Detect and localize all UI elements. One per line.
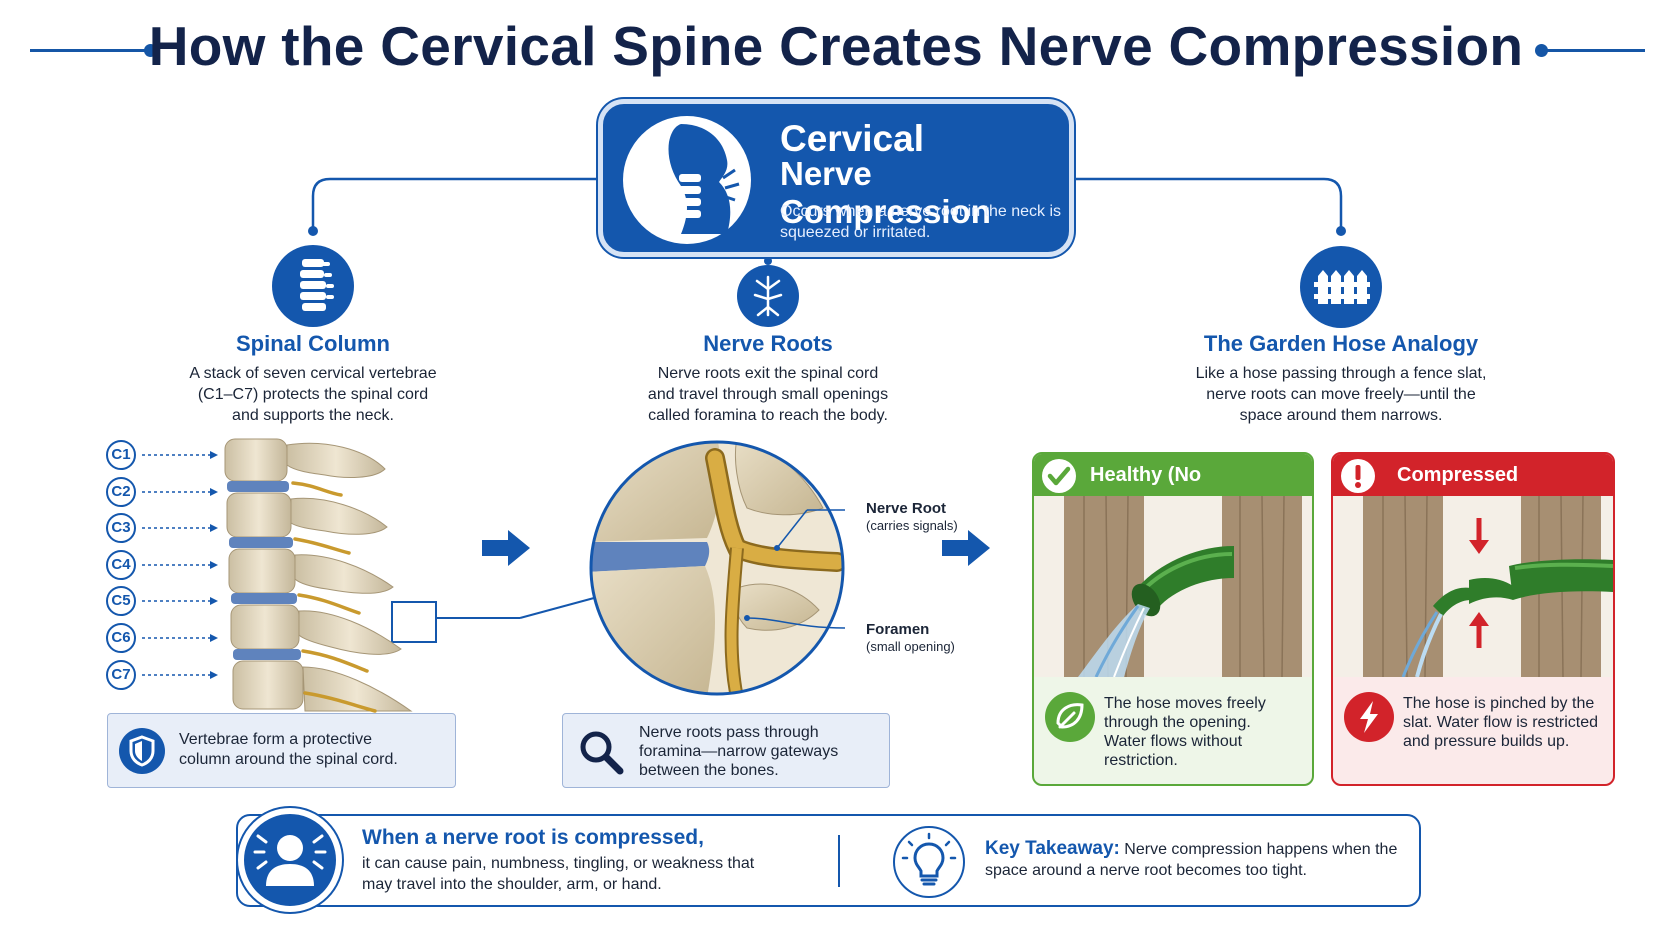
warning-text: it can cause pain, numbness, tingling, o… [362, 855, 755, 893]
foramen-closeup [589, 440, 846, 696]
spine-icon [272, 245, 354, 327]
hose-card-healthy: Healthy (No Compression) The hose moves … [1032, 452, 1314, 786]
card-header-compressed: Compressed (Pinched) [1333, 454, 1613, 528]
info-text-vertebrae: Vertebrae form a protective column aroun… [179, 731, 398, 768]
neck-profile-icon [623, 116, 751, 244]
foramen-sublabel: (small opening) [866, 639, 955, 654]
person-alert-icon [238, 808, 342, 912]
section-desc-nerve-roots: Nerve roots exit the spinal cord and tra… [647, 365, 889, 424]
vertebra-pointer-arrow [142, 670, 218, 679]
hose-card-compressed: Compressed (Pinched) The hose is pinched… [1331, 452, 1615, 786]
exclamation-icon [1339, 457, 1377, 510]
section-title-nerve-roots: Nerve Roots [703, 331, 833, 356]
foramen-label: Foramen [866, 621, 930, 638]
section-title-spinal-column: Spinal Column [236, 331, 390, 356]
vertebra-pointer-arrow [142, 560, 218, 569]
warning-title: When a nerve root is compressed, [362, 826, 704, 849]
shield-icon [118, 727, 166, 780]
page-title: How the Cervical Spine Creates Nerve Com… [148, 15, 1524, 77]
banner-title-line1: Cervical [780, 118, 924, 159]
leaf-icon [1044, 691, 1096, 748]
title-dot-left [144, 44, 157, 57]
hose-illustration-healthy [1034, 496, 1312, 677]
vertebra-label-c6: C6 [106, 623, 136, 653]
title-dot-right [1535, 44, 1548, 57]
vertebra-pointer-arrow [142, 524, 218, 533]
magnifier-icon [577, 728, 625, 781]
info-text-foramina: Nerve roots pass through foramina—narrow… [639, 724, 839, 779]
checkmark-icon [1040, 457, 1078, 510]
vertebra-label-c7: C7 [106, 659, 136, 690]
card-header-healthy: Healthy (No Compression) [1034, 454, 1312, 528]
section-title-garden-hose: The Garden Hose Analogy [1203, 331, 1479, 356]
vertebra-label-c4: C4 [106, 549, 136, 580]
section-desc-garden-hose: Like a hose passing through a fence slat… [1195, 365, 1487, 424]
lightning-icon [1343, 691, 1395, 748]
title-rule-left [30, 49, 150, 52]
bottom-divider [838, 835, 840, 887]
key-takeaway: Key Takeaway: Nerve compression happens … [985, 838, 1415, 881]
spine-illustration [224, 438, 413, 713]
vertebra-label-c2: C2 [106, 476, 136, 507]
vertebra-pointer-arrow [142, 597, 218, 606]
lightbulb-icon [893, 826, 965, 898]
banner: Cervical Nerve Compression Occurs when a… [598, 99, 1074, 257]
title-rule-right [1545, 49, 1645, 52]
arrow-right-icon [482, 530, 530, 566]
fence-icon [1300, 246, 1382, 328]
info-box-foramina: Nerve roots pass through foramina—narrow… [562, 713, 890, 788]
card-text-compressed: The hose is pinched by the slat. Water f… [1403, 695, 1599, 750]
info-box-vertebrae: Vertebrae form a protective column aroun… [107, 713, 456, 788]
vertebra-label-c3: C3 [106, 513, 136, 544]
key-takeaway-label: Key Takeaway: [985, 838, 1120, 859]
hose-illustration-compressed [1333, 496, 1613, 677]
nerve-icon [737, 265, 799, 327]
key-takeaway-text: Nerve compression happens when the space… [985, 841, 1398, 879]
banner-title-line2: Nerve Compression [780, 155, 991, 230]
card-text-healthy: The hose moves freely through the openin… [1104, 695, 1266, 769]
vertebra-label-c5: C5 [106, 586, 136, 617]
vertebra-pointer-arrow [142, 634, 218, 642]
nerve-root-label: Nerve Root [866, 500, 947, 517]
bottom-summary-bar [236, 814, 1421, 907]
vertebra-pointer-arrow [142, 451, 218, 459]
section-desc-spinal-column: A stack of seven cervical vertebrae (C1–… [189, 365, 437, 424]
banner-description: Occurs when a nerve root in the neck is … [780, 203, 1062, 241]
nerve-root-sublabel: (carries signals) [866, 518, 958, 533]
arrow-right-icon [942, 530, 990, 566]
vertebra-label-c1: C1 [106, 440, 136, 470]
vertebra-pointer-arrow [142, 487, 218, 496]
